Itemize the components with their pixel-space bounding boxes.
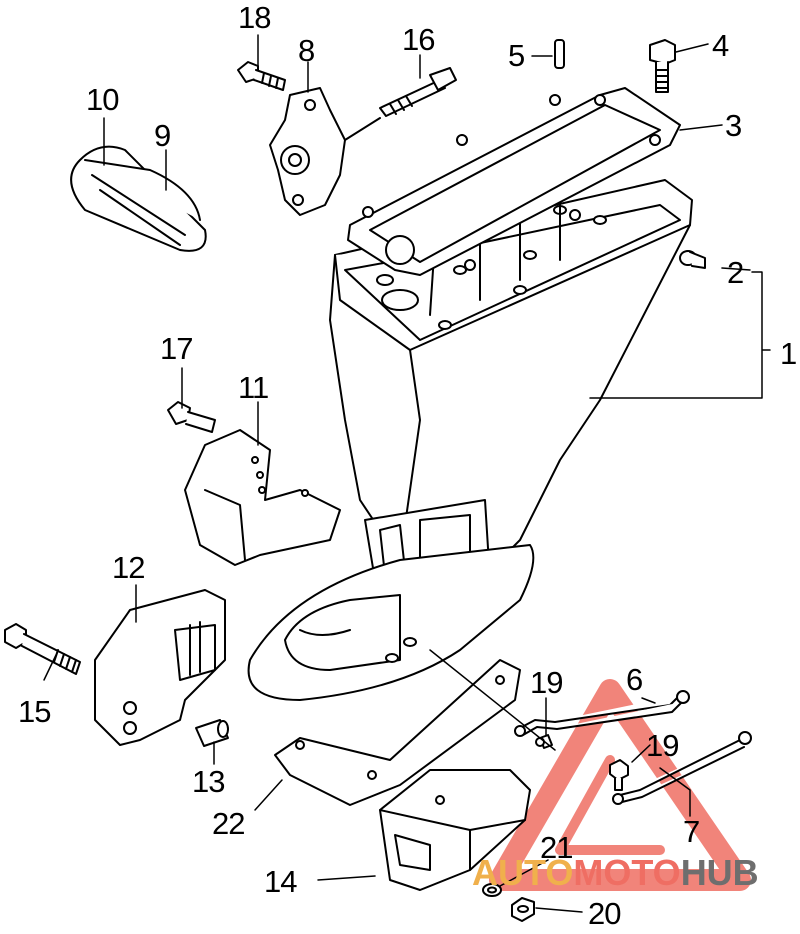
ground-wire-part-6 [514, 690, 690, 737]
callout-16: 16 [402, 22, 435, 57]
watermark-triangle-inner [555, 755, 665, 855]
callout-3: 3 [725, 108, 742, 143]
callout-22: 22 [212, 806, 245, 841]
callout-17: 17 [160, 331, 193, 366]
callout-13: 13 [192, 764, 225, 799]
callout-5: 5 [508, 38, 525, 73]
bracket-part-11 [184, 429, 341, 566]
callout-9: 9 [154, 118, 171, 153]
callout-4: 4 [712, 28, 729, 63]
leader-lines [43, 34, 771, 913]
callout-15: 15 [18, 694, 51, 729]
callout-11: 11 [238, 370, 269, 405]
callout-18: 18 [238, 0, 271, 35]
bracket-part-12 [94, 589, 226, 746]
callout-14: 14 [264, 864, 297, 899]
watermark-text: AUTOMOTOHUB [472, 852, 759, 893]
callout-21: 21 [540, 830, 573, 865]
callout-10: 10 [86, 82, 119, 117]
callout-1: 1 [780, 336, 797, 371]
screw-part-19b [609, 759, 629, 791]
washer-part-21 [482, 883, 502, 897]
callout-8: 8 [298, 33, 315, 68]
callout-6: 6 [626, 662, 643, 697]
cover-part-14 [379, 769, 531, 891]
callout-7: 7 [683, 814, 700, 849]
bolt-part-18 [237, 61, 286, 91]
bolt-part-4 [649, 39, 676, 93]
plug-part-2 [679, 250, 706, 269]
lower-casing [247, 179, 693, 701]
nut-part-20 [511, 897, 535, 922]
grommet-part-10 [70, 145, 207, 252]
callout-19a: 19 [530, 665, 563, 700]
sleeve-part-13 [195, 719, 229, 747]
dowel-pin-part-5 [554, 39, 565, 69]
callout-2: 2 [727, 255, 744, 290]
gasket [347, 87, 681, 276]
bolt-part-15 [4, 623, 81, 675]
mount-bracket-part-8 [269, 87, 381, 216]
callout-19b: 19 [646, 728, 679, 763]
bolt-part-16 [379, 67, 457, 117]
callout-12: 12 [112, 550, 145, 585]
gasket-part-22 [274, 659, 521, 806]
watermark-triangle [489, 679, 751, 891]
ground-wire-part-7 [612, 731, 752, 805]
callout-20: 20 [588, 896, 621, 931]
grommet-part-9 [84, 159, 201, 221]
bolt-part-17 [167, 401, 216, 433]
